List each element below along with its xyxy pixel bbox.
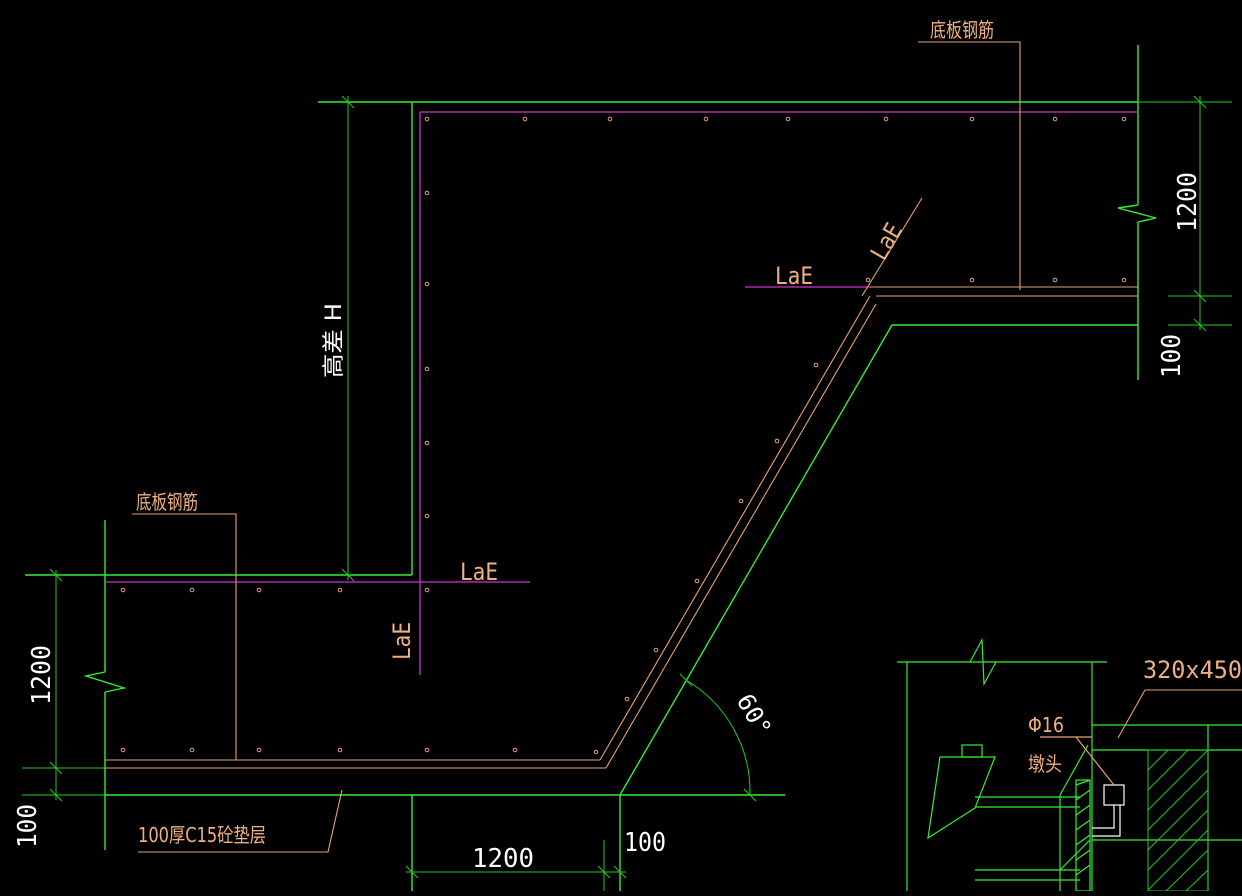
lae-label-top: LaE bbox=[775, 262, 813, 290]
angle-label: 60° bbox=[731, 689, 777, 741]
slab-rebar-label-left: 底板钢筋 bbox=[136, 490, 198, 514]
labels: 底板钢筋 底板钢筋 LaE LaE LaE LaE 高差 H 100厚C15砼垫… bbox=[136, 18, 1242, 847]
height-diff-label: 高差 H bbox=[322, 303, 347, 378]
lae-label-slope: LaE bbox=[865, 218, 908, 265]
hatch-area bbox=[1147, 749, 1209, 892]
dim-left-100: 100 bbox=[13, 804, 43, 848]
dim-right-100: 100 bbox=[1157, 334, 1187, 378]
lae-label-mid: LaE bbox=[460, 558, 498, 586]
anchor-lines bbox=[105, 111, 1138, 675]
cushion-layer-label: 100厚C15砼垫层 bbox=[138, 823, 266, 847]
dim-right-1200: 1200 bbox=[1173, 172, 1203, 232]
rebar-lines bbox=[105, 41, 1242, 853]
lae-label-vertical: LaE bbox=[388, 622, 416, 660]
dim-left-1200: 1200 bbox=[27, 645, 57, 705]
dimension-texts: 1200 100 1200 100 1200 100 bbox=[13, 172, 1203, 874]
section-size-label: 320x450 bbox=[1143, 656, 1242, 684]
bar-head-label: 墩头 bbox=[1028, 752, 1062, 776]
detail-section bbox=[897, 637, 1242, 892]
dim-bottom-1200: 1200 bbox=[472, 844, 534, 874]
bar-spec-label: Φ16 bbox=[1028, 713, 1064, 737]
slab-rebar-label-top: 底板钢筋 bbox=[930, 18, 994, 42]
dimension-lines bbox=[22, 95, 1232, 891]
dim-bottom-100: 100 bbox=[624, 828, 666, 858]
concrete-outline bbox=[25, 45, 1157, 891]
rebar-dots bbox=[120, 116, 1127, 755]
